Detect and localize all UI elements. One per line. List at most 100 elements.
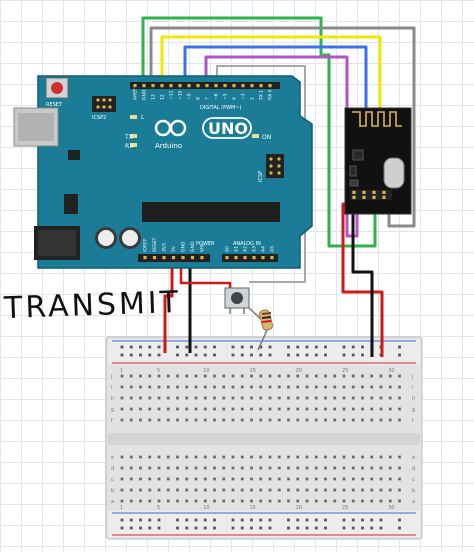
row-letter: b: [412, 488, 415, 494]
rail-hole: [250, 353, 253, 357]
terminal-hole: [287, 396, 290, 400]
reset-button[interactable]: [51, 82, 63, 94]
terminal-hole: [333, 488, 337, 492]
row-letter: c: [111, 477, 114, 483]
terminal-hole: [296, 374, 300, 378]
rail-hole: [139, 353, 142, 357]
terminal-hole: [370, 418, 374, 422]
terminal-hole: [379, 385, 383, 389]
header-pin: [200, 256, 204, 260]
terminal-hole: [240, 455, 244, 459]
transmit-annotation: TRANSMIT: [3, 284, 182, 327]
led-tx-label: TX: [124, 134, 133, 141]
rail-hole: [250, 518, 253, 522]
terminal-hole: [277, 418, 281, 422]
terminal-hole: [305, 396, 309, 400]
terminal-hole: [231, 477, 235, 481]
rail-hole: [129, 345, 133, 349]
terminal-hole: [314, 466, 318, 470]
terminal-hole: [324, 407, 327, 411]
rail-hole: [120, 345, 124, 349]
terminal-hole: [324, 455, 327, 459]
analog-pin-label: A3: [252, 246, 258, 252]
digital-label: DIGITAL (PWM~): [200, 105, 242, 111]
terminal-hole: [231, 455, 235, 459]
terminal-hole: [194, 396, 198, 400]
terminal-hole: [333, 407, 337, 411]
terminal-hole: [333, 466, 337, 470]
terminal-hole: [388, 488, 392, 492]
led-on-label: ON: [262, 134, 271, 141]
rail-hole: [129, 526, 133, 530]
terminal-hole: [213, 396, 216, 400]
terminal-hole: [268, 466, 272, 470]
terminal-hole: [139, 466, 142, 470]
rail-hole: [194, 518, 198, 522]
terminal-hole: [268, 418, 272, 422]
terminal-hole: [287, 499, 290, 503]
rail-hole: [296, 353, 300, 357]
terminal-hole: [240, 418, 244, 422]
terminal-hole: [157, 396, 161, 400]
rail-hole: [314, 526, 318, 530]
rail-hole: [231, 345, 235, 349]
terminal-hole: [213, 488, 216, 492]
terminal-hole: [324, 466, 327, 470]
digital-pin-label: 7: [205, 97, 211, 100]
terminal-hole: [250, 477, 253, 481]
rail-hole: [157, 345, 161, 349]
terminal-hole: [148, 396, 152, 400]
rail-hole: [240, 526, 244, 530]
analog-header: [222, 254, 278, 262]
push-button-cap[interactable]: [231, 292, 243, 304]
terminal-hole: [148, 407, 152, 411]
terminal-hole: [370, 396, 374, 400]
terminal-hole: [139, 407, 142, 411]
terminal-hole: [361, 455, 364, 459]
terminal-hole: [287, 466, 290, 470]
push-button: [224, 287, 250, 314]
terminal-hole: [120, 488, 124, 492]
terminal-hole: [314, 488, 318, 492]
terminal-hole: [231, 488, 235, 492]
radio-pin: [372, 195, 376, 199]
terminal-hole: [398, 499, 401, 503]
terminal-hole: [203, 488, 207, 492]
header-pin: [270, 256, 274, 260]
terminal-hole: [120, 407, 124, 411]
terminal-hole: [129, 488, 133, 492]
terminal-hole: [324, 488, 327, 492]
terminal-hole: [157, 418, 161, 422]
rail-hole: [194, 353, 198, 357]
terminal-hole: [296, 455, 300, 459]
terminal-hole: [166, 407, 170, 411]
rail-hole: [129, 353, 133, 357]
resistor-body: [258, 309, 274, 331]
terminal-hole: [120, 418, 124, 422]
row-letter: j: [411, 374, 413, 380]
terminal-hole: [333, 385, 337, 389]
terminal-hole: [361, 499, 364, 503]
terminal-hole: [370, 466, 374, 470]
terminal-hole: [157, 488, 161, 492]
terminal-hole: [176, 499, 179, 503]
rail-hole: [148, 526, 152, 530]
header-pin: [259, 84, 263, 88]
terminal-hole: [287, 477, 290, 481]
rail-hole: [361, 526, 364, 530]
rail-hole: [296, 345, 300, 349]
terminal-hole: [277, 374, 281, 378]
terminal-hole: [314, 455, 318, 459]
rail-hole: [361, 353, 364, 357]
terminal-hole: [277, 499, 281, 503]
terminal-hole: [305, 455, 309, 459]
terminal-hole: [287, 407, 290, 411]
rail-hole: [231, 518, 235, 522]
terminal-hole: [250, 455, 253, 459]
led-l-label: L: [141, 114, 145, 121]
terminal-hole: [379, 418, 383, 422]
rail-hole: [213, 353, 216, 357]
terminal-hole: [259, 385, 263, 389]
